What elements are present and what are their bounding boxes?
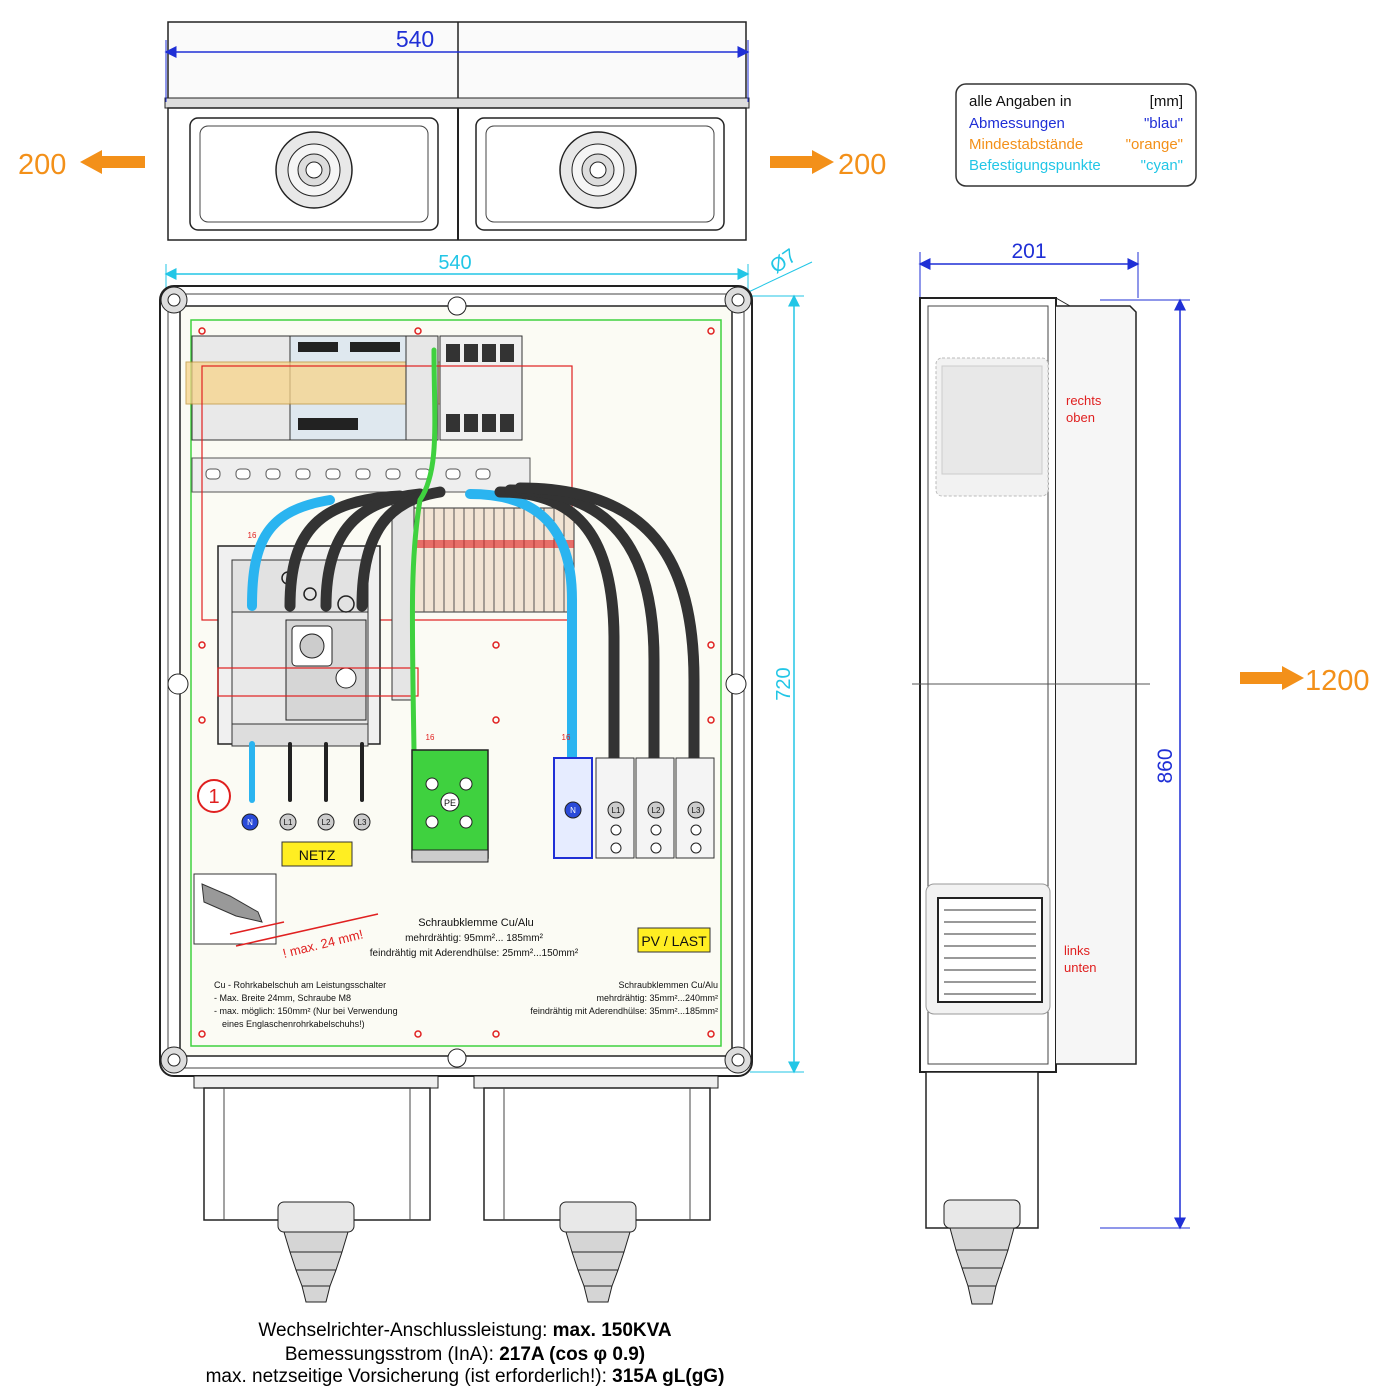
clearance-front-arrow-icon bbox=[1240, 666, 1304, 690]
screw-icon bbox=[160, 1046, 188, 1074]
terminal-label: N bbox=[247, 818, 253, 827]
dim-hole-dia: Ø7 bbox=[766, 245, 800, 278]
spec-line-3: max. netzseitige Vorsicherung (ist erfor… bbox=[0, 1366, 930, 1388]
spec-line-2: Bemessungsstrom (InA): 217A (cos φ 0.9) bbox=[0, 1344, 930, 1366]
legend-row2-right: "blau" bbox=[1144, 115, 1183, 132]
screw-icon bbox=[724, 286, 752, 314]
legend-row2-left: Abmessungen bbox=[969, 115, 1065, 132]
terminal-label: L3 bbox=[358, 818, 367, 827]
terminal-label: N bbox=[570, 806, 576, 815]
dim-fixing-height: 720 bbox=[773, 667, 795, 700]
side-label-top-1: rechts bbox=[1066, 393, 1102, 408]
clamps-note-title: Schraubklemmen Cu/Alu bbox=[618, 980, 718, 990]
lug-note-title: Cu - Rohrkabelschuh am Leistungsschalter bbox=[214, 980, 386, 990]
cable-gland-icon bbox=[949, 1227, 1015, 1305]
top-view bbox=[164, 21, 750, 241]
clamps-note-line2: feindrähtig mit Aderendhülse: 35mm²...18… bbox=[530, 1006, 718, 1016]
clamp-note-line1: mehrdrähtig: 95mm²... 185mm² bbox=[405, 933, 543, 944]
dim-fixing-width: 540 bbox=[438, 252, 471, 274]
terminal-label: L2 bbox=[652, 806, 661, 815]
cable-gland-icon bbox=[559, 1201, 637, 1303]
pe-label: PE bbox=[444, 798, 456, 808]
clamp-note-title: Schraubklemme Cu/Alu bbox=[418, 917, 534, 929]
legend-row1-left: alle Angaben in bbox=[969, 93, 1072, 110]
dim-total-height: 860 bbox=[1154, 748, 1177, 783]
side-label-bottom-1: links bbox=[1064, 943, 1091, 958]
spec-line-3-value: 315A gL(gG) bbox=[612, 1366, 725, 1387]
spec-line-1-label: Wechselrichter-Anschlussleistung: bbox=[258, 1320, 553, 1341]
clearance-right-arrow-icon bbox=[770, 150, 834, 174]
pvlast-label: PV / LAST bbox=[641, 933, 707, 949]
terminal-label: L2 bbox=[322, 818, 331, 827]
dim-top-width: 540 bbox=[396, 26, 434, 52]
side-label-top-2: oben bbox=[1066, 410, 1095, 425]
wire-size-label: 16 bbox=[562, 733, 571, 742]
legend-row3-left: Mindestabstände bbox=[969, 136, 1083, 153]
lug-note-line2: - max. möglich: 150mm² (Nur bei Verwendu… bbox=[214, 1006, 398, 1016]
screw-icon bbox=[724, 1046, 752, 1074]
gland-icon bbox=[559, 131, 637, 209]
legend-row4-right: "cyan" bbox=[1141, 157, 1183, 174]
bottom-ducts bbox=[193, 1075, 719, 1221]
netz-label: NETZ bbox=[299, 847, 336, 863]
cable-gland-icon bbox=[277, 1201, 355, 1303]
wire-size-label: 16 bbox=[248, 531, 257, 540]
circle-marker-label: 1 bbox=[208, 786, 219, 808]
side-label-bottom-2: unten bbox=[1064, 960, 1097, 975]
gland-icon bbox=[275, 131, 353, 209]
clearance-left-arrow-icon bbox=[80, 150, 145, 174]
front-view bbox=[159, 261, 813, 1077]
legend-row3-right: "orange" bbox=[1126, 136, 1183, 153]
terminal-marks-right bbox=[564, 801, 705, 819]
clamp-note-line2: feindrähtig mit Aderendhülse: 25mm²...15… bbox=[370, 948, 579, 959]
wire-size-label: 16 bbox=[426, 733, 435, 742]
screw-icon bbox=[160, 286, 188, 314]
dim-depth: 201 bbox=[1011, 240, 1046, 263]
side-view bbox=[912, 252, 1190, 1230]
terminal-label: L3 bbox=[692, 806, 701, 815]
spec-line-2-value: 217A (cos φ 0.9) bbox=[499, 1344, 646, 1365]
spec-line-1-value: max. 150KVA bbox=[552, 1320, 672, 1341]
legend-box bbox=[955, 83, 1197, 187]
clearance-front: 1200 bbox=[1305, 665, 1370, 697]
legend-row1-right: [mm] bbox=[1150, 93, 1183, 110]
clearance-left: 200 bbox=[18, 149, 66, 181]
spec-line-3-label: max. netzseitige Vorsicherung (ist erfor… bbox=[205, 1366, 613, 1387]
terminal-label: L1 bbox=[284, 818, 293, 827]
lug-note-line1: - Max. Breite 24mm, Schraube M8 bbox=[214, 993, 351, 1003]
legend-row4-left: Befestigungspunkte bbox=[969, 157, 1101, 174]
spec-line-1: Wechselrichter-Anschlussleistung: max. 1… bbox=[0, 1320, 930, 1342]
lug-note-line3: eines Englaschenrohrkabelschuhs!) bbox=[222, 1019, 365, 1029]
terminal-marks-left bbox=[241, 813, 371, 831]
terminal-label: L1 bbox=[612, 806, 621, 815]
clamps-note-line1: mehrdrähtig: 35mm²...240mm² bbox=[596, 993, 718, 1003]
clearance-right: 200 bbox=[838, 149, 886, 181]
spec-line-2-label: Bemessungsstrom (InA): bbox=[284, 1344, 500, 1365]
